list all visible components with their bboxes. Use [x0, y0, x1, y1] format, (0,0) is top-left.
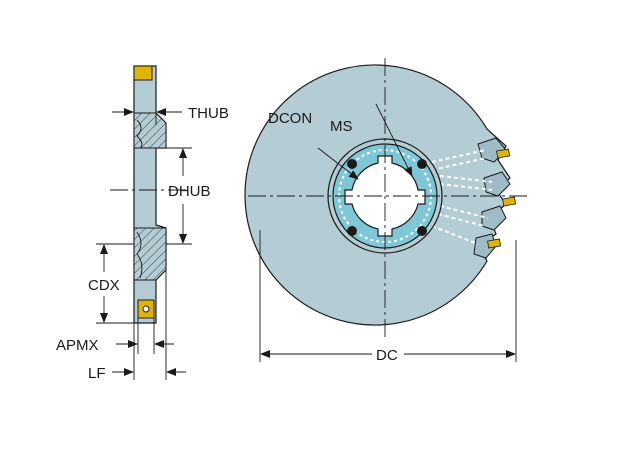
tooth-4 [473, 233, 497, 259]
keyway-upper [136, 119, 143, 149]
front-insert-2 [502, 196, 517, 207]
fixing-hole-1 [347, 159, 357, 169]
coolant-channel-3 [439, 205, 489, 219]
front-insert-3 [487, 238, 502, 249]
dc-label: DC [376, 347, 398, 364]
side-body [133, 65, 167, 324]
dim-lf: LF [88, 270, 186, 382]
coolant-channel-3b [437, 213, 485, 227]
side-view [110, 65, 190, 324]
dcon-sub-label: MS [330, 118, 353, 135]
coolant-channel-2b [439, 183, 493, 191]
coolant-channel-1 [431, 149, 487, 163]
keyway-lower [136, 231, 143, 279]
dcon-label: DCON [268, 110, 312, 127]
dim-dhub: DHUB [166, 147, 211, 245]
dim-cdx: CDX [88, 243, 134, 324]
hub-section-upper [133, 112, 167, 149]
coolant-channel-4 [431, 225, 479, 245]
fixing-hole-4 [417, 226, 427, 236]
cdx-label: CDX [88, 277, 120, 294]
dim-dc: DC [259, 230, 517, 364]
fixing-hole-3 [347, 226, 357, 236]
lf-label: LF [88, 365, 106, 382]
dim-dcon: DCON MS [268, 103, 413, 180]
thub-label: THUB [188, 105, 229, 122]
apmx-label: APMX [56, 337, 99, 354]
insert-top [133, 65, 153, 81]
coolant-channel-1b [431, 157, 487, 171]
dim-thub: THUB [112, 100, 229, 125]
insert-screw [142, 305, 150, 313]
front-view [244, 58, 530, 340]
tooth-3 [481, 205, 507, 231]
front-insert-1 [496, 148, 511, 159]
dim-apmx: APMX [56, 318, 174, 354]
coolant-channel-2 [439, 175, 493, 183]
dhub-label: DHUB [168, 183, 211, 200]
fixing-hole-2 [417, 159, 427, 169]
